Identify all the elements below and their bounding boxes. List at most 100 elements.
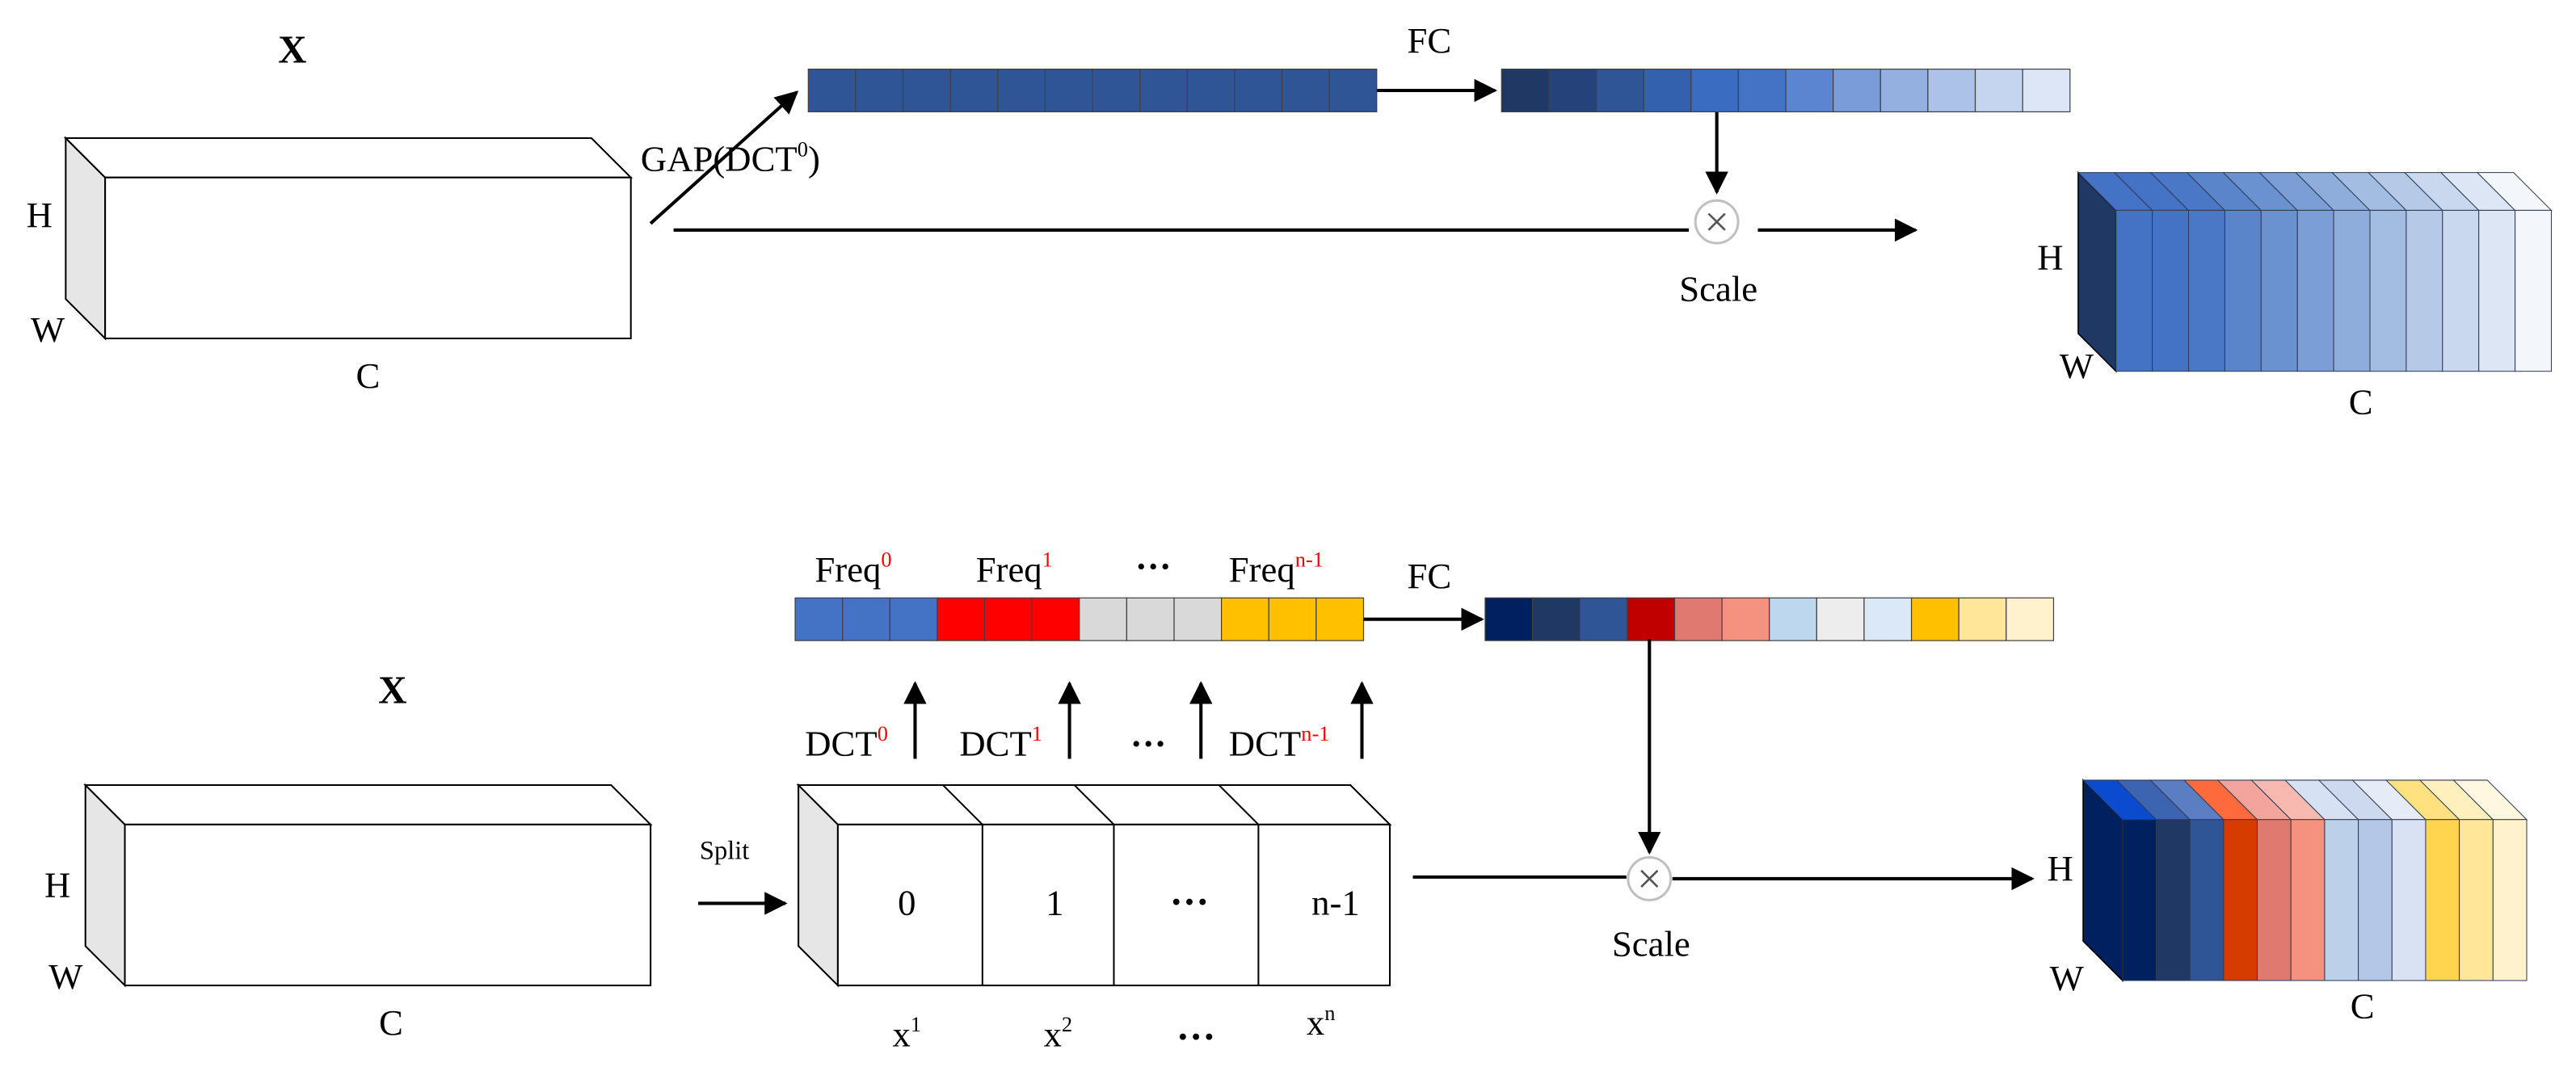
top-out-w: W [2060,346,2094,386]
top-gap-vector-cell [997,68,1046,113]
top-gap-vector-cell [1281,68,1330,113]
top-output-tensor [2077,170,2553,373]
freq-vector-cell [889,597,938,641]
bottom-output-channel [2290,819,2326,981]
top-fc-vector-cell [2022,68,2071,113]
bottom-output-channel [2358,819,2393,981]
x-label-1: x1 [893,1012,922,1054]
top-gap-vector-cell [807,68,857,113]
top-output-channel [2478,209,2516,372]
dct-label-n: DCTn-1 [1229,721,1330,763]
top-fc-vector [1501,68,2071,113]
bottom-output-channel [2156,819,2191,981]
bottom-section: X H W C Split 0 1 ··· n-1 [44,546,2528,1058]
freq-vector-cell [842,597,890,641]
bottom-scale-label: Scale [1612,923,1690,964]
bottom-fc-vector-cell [1769,597,1817,641]
x-label-2: x2 [1044,1012,1073,1054]
top-fc-vector-cell [1501,68,1550,113]
bottom-output-channel [2189,819,2225,981]
top-fc-vector-cell [1690,68,1740,113]
top-gap-vector-cell [1139,68,1188,113]
bottom-output-tensor [2081,778,2528,982]
freq-vector-cell [1173,597,1223,641]
top-gap-vector-cell [949,68,999,113]
bottom-fc-vector [1484,597,2055,641]
top-output-channel [2296,209,2334,372]
dct-label-1: DCT1 [959,721,1042,763]
bottom-fc-vector-cell [1673,597,1723,641]
bottom-output-channel [2223,819,2258,981]
top-gap-vector-cell [1044,68,1093,113]
top-output-channel [2115,209,2153,372]
bottom-output-channel [2425,819,2460,981]
top-output-channel [2442,209,2480,372]
freq-vector-cell [1221,597,1269,641]
bottom-dim-h: H [44,864,70,905]
freq-vector-cell [794,597,844,641]
bottom-fc-vector-cell [1910,597,1959,641]
freq-label-dots: ··· [1135,546,1172,586]
top-fc-vector-cell [1595,68,1644,113]
x-label-dots: ··· [1176,1014,1216,1058]
freq-label-1: Freq1 [976,548,1053,590]
top-gap-vector-cell [1092,68,1141,113]
top-gap-vector-cell [1234,68,1283,113]
group-label-0: 0 [898,883,915,923]
bottom-fc-vector-cell [1721,597,1770,641]
top-fc-label: FC [1408,20,1452,61]
freq-vector-cell [1268,597,1317,641]
bottom-dim-w: W [48,956,83,997]
dct-label-0: DCT0 [805,721,888,763]
freq-vector-cell [983,597,1033,641]
bottom-output-channel [2122,819,2157,981]
group-label-2: ··· [1170,880,1210,924]
group-label-1: 1 [1046,883,1063,923]
top-fc-vector-cell [1927,68,1976,113]
bottom-fc-vector-cell [1627,597,1676,641]
top-gap-vector [807,68,1378,113]
bottom-fc-vector-cell [1958,597,2007,641]
bottom-fc-vector-cell [1579,597,1628,641]
top-gap-vector-cell [1186,68,1235,113]
bottom-fc-vector-cell [2006,597,2055,641]
top-section: X H W C GAP(DCT0) FC Scale [27,20,2553,422]
top-gap-vector-cell [855,68,904,113]
gap-dct-label: GAP(DCT0) [641,136,820,178]
top-output-channel [2333,209,2371,372]
top-output-channel [2406,209,2443,372]
top-fc-vector-cell [1643,68,1692,113]
freq-vector-cell [1126,597,1175,641]
x-label-n: xn [1307,1001,1336,1043]
bottom-output-channel [2391,819,2427,981]
bottom-out-h: H [2047,848,2073,888]
top-output-channel [2369,209,2407,372]
bottom-out-c: C [2351,986,2375,1027]
top-fc-vector-cell [1548,68,1597,113]
top-fc-vector-cell [1833,68,1881,113]
bottom-fc-vector-cell [1863,597,1913,641]
top-output-channel [2188,209,2225,372]
split-tensor [796,783,1392,988]
bottom-output-channel [2324,819,2359,981]
freq-vector-cell [1079,597,1128,641]
dct-label-dots: ··· [1130,723,1167,763]
top-input-tensor [63,136,633,341]
bottom-input-label: X [378,668,406,712]
freq-label-n: Freqn-1 [1229,548,1324,590]
top-fc-vector-cell [1879,68,1929,113]
bottom-fc-vector-cell [1484,597,1534,641]
top-scale-label: Scale [1679,268,1757,309]
bottom-output-channel [2459,819,2494,981]
top-fc-vector-cell [1737,68,1787,113]
top-output-channel [2152,209,2190,372]
freq-label-0: Freq0 [814,548,891,590]
top-fc-vector-cell [1974,68,2023,113]
bottom-fc-label: FC [1408,556,1452,596]
bottom-input-tensor [83,783,653,988]
top-gap-vector-cell [1328,68,1378,113]
bottom-dim-c: C [379,1002,403,1043]
group-label-3: n-1 [1311,883,1360,923]
top-out-c: C [2349,382,2373,422]
